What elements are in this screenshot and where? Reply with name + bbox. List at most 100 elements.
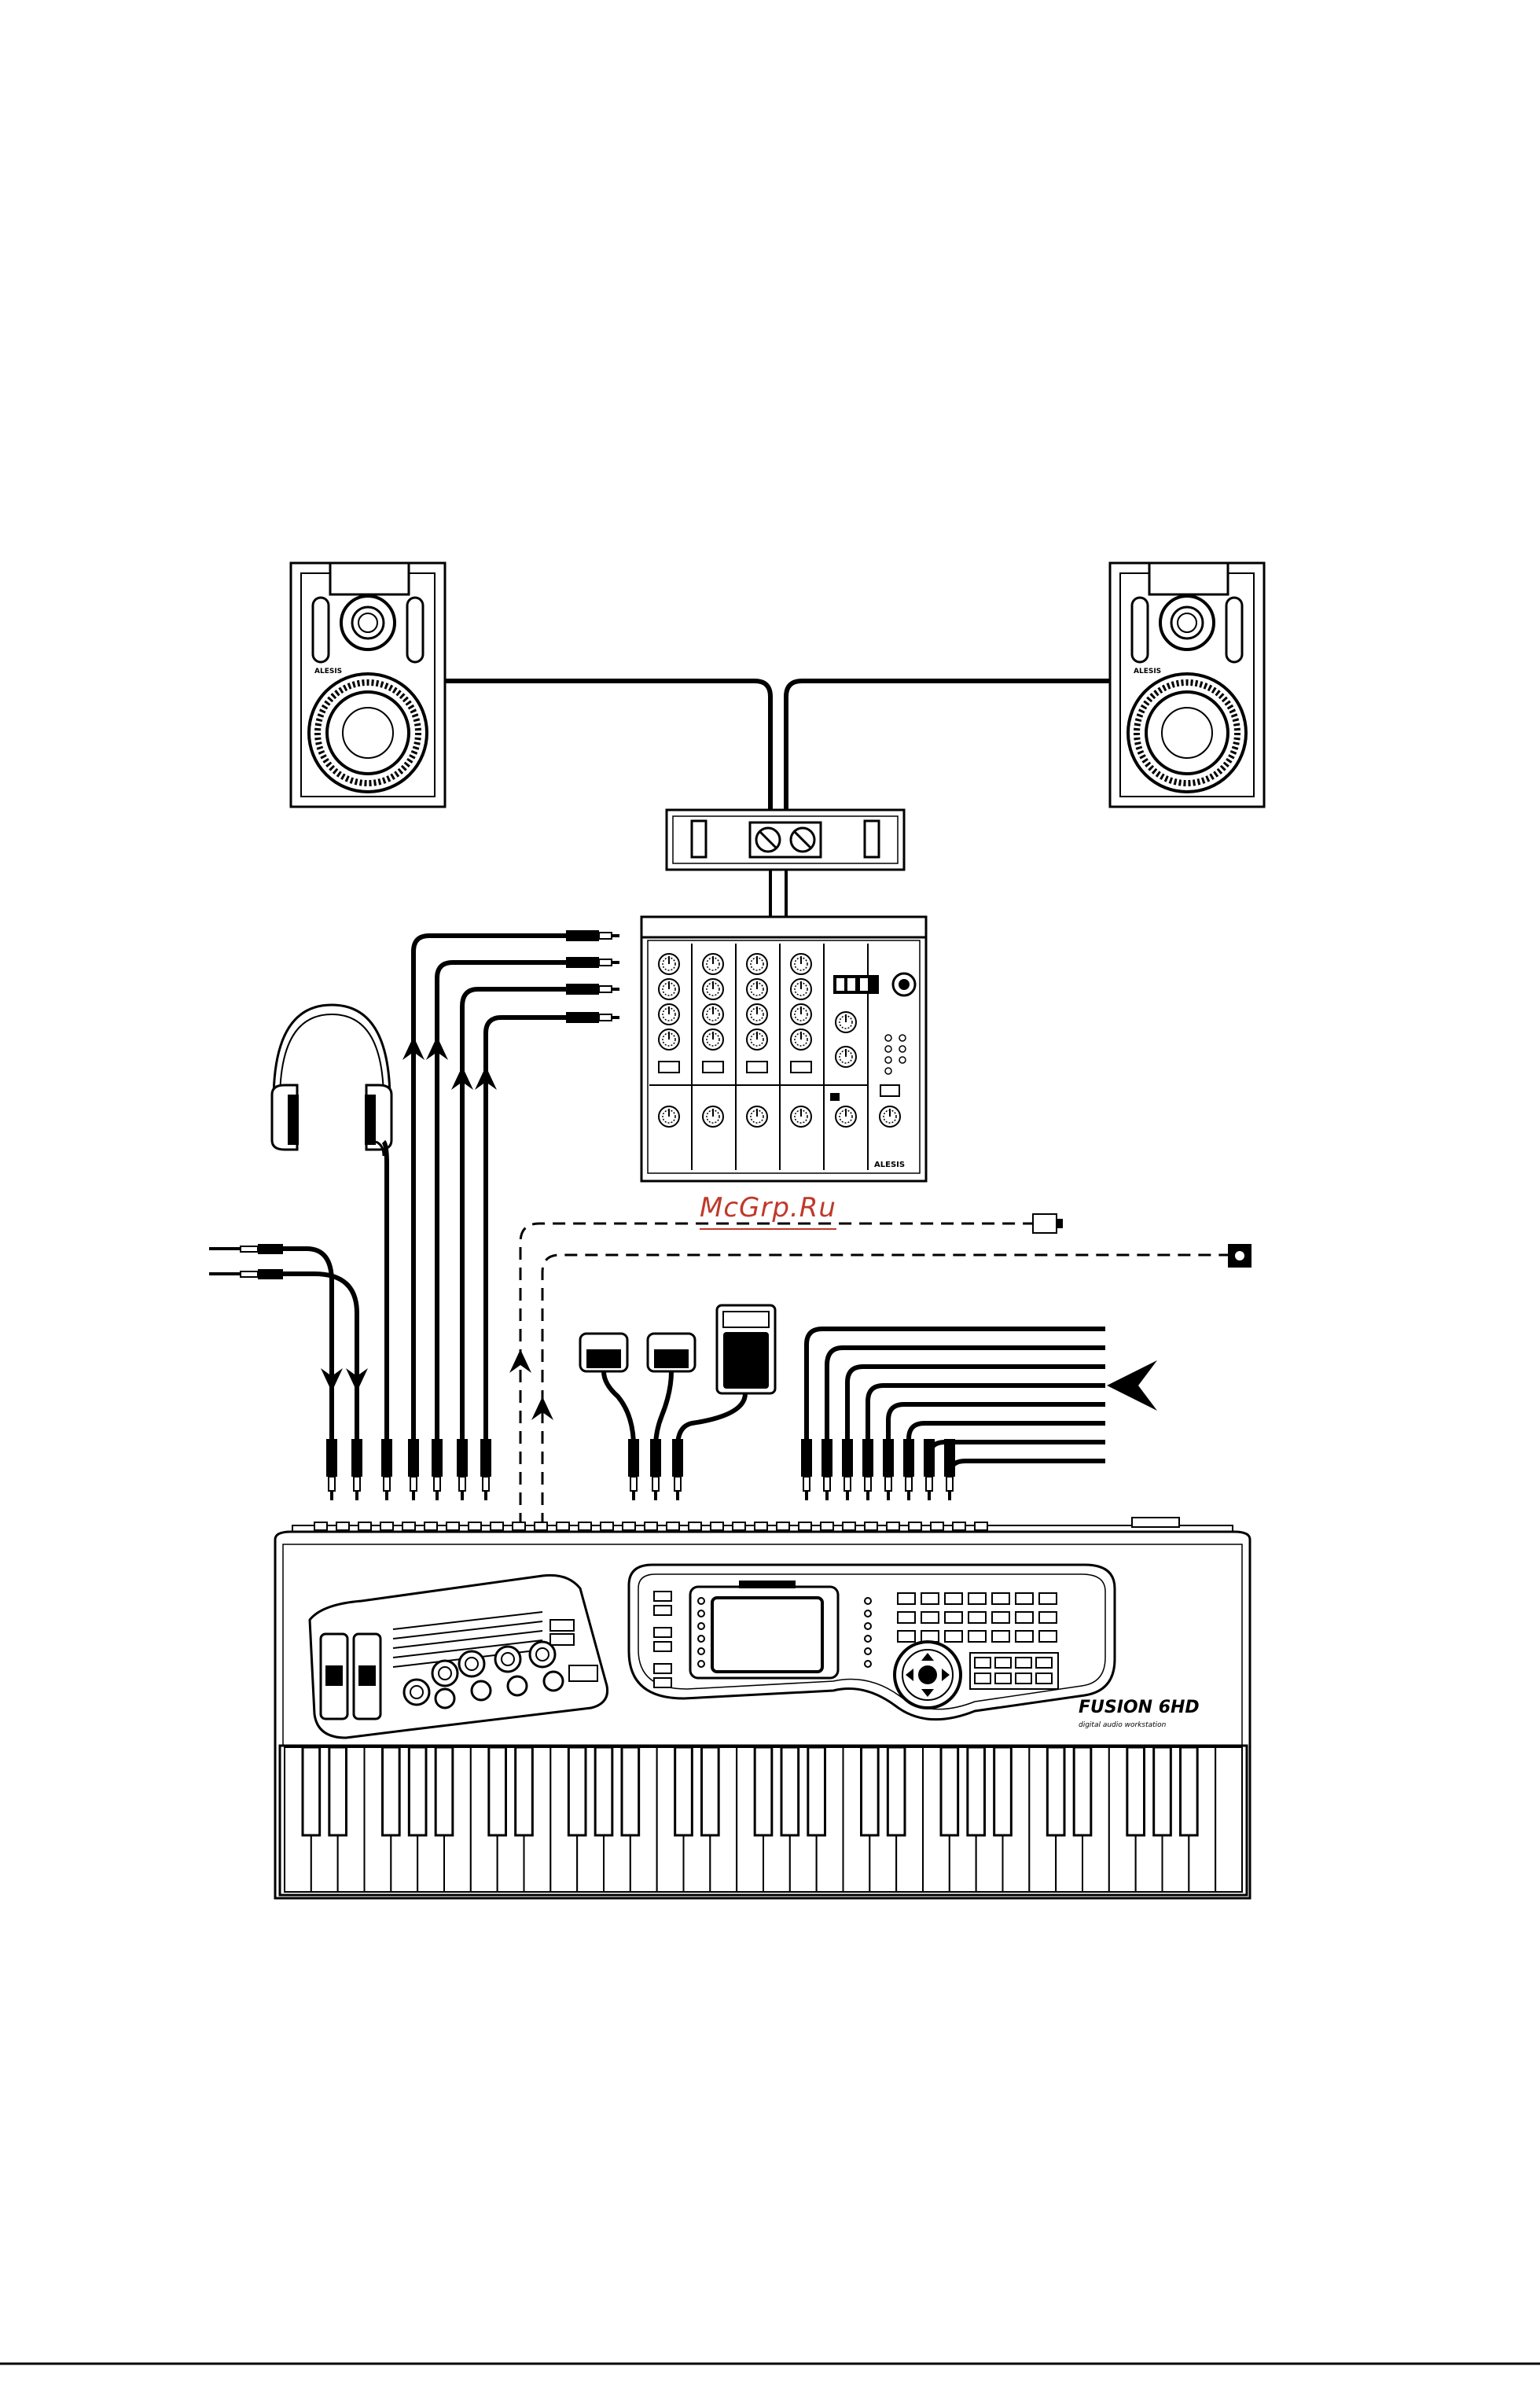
- panel-knob: [436, 1689, 454, 1708]
- rear-socket: [645, 1522, 657, 1530]
- jack-plug: [944, 1439, 955, 1500]
- left-speaker-cable: [445, 681, 770, 818]
- rear-socket: [777, 1522, 789, 1530]
- rear-socket: [535, 1522, 547, 1530]
- panel-button: [1039, 1593, 1057, 1604]
- jack-plug: [326, 1439, 337, 1500]
- soft-button: [865, 1623, 871, 1629]
- rear-socket: [733, 1522, 745, 1530]
- mixer-knob: [747, 1106, 767, 1127]
- jack-plug: [801, 1439, 812, 1500]
- rear-socket: [336, 1522, 349, 1530]
- rear-socket: [557, 1522, 569, 1530]
- transport-button: [975, 1658, 991, 1668]
- digital-io-cables: [520, 1224, 1228, 1525]
- soft-button: [698, 1661, 704, 1667]
- rear-socket: [953, 1522, 965, 1530]
- rear-socket: [623, 1522, 635, 1530]
- white-key: [1215, 1747, 1242, 1892]
- rear-socket: [380, 1522, 393, 1530]
- rear-socket: [402, 1522, 415, 1530]
- soft-button: [698, 1610, 704, 1617]
- right-monitor-speaker: ALESIS: [1110, 563, 1264, 807]
- keyboard-tagline: digital audio workstation: [1079, 1721, 1167, 1729]
- jack-plug: [628, 1439, 639, 1500]
- panel-button: [1016, 1631, 1033, 1642]
- mixer-knob: [791, 954, 811, 974]
- mixer-knob: [703, 1106, 723, 1127]
- black-key: [862, 1747, 879, 1835]
- transport-button: [1016, 1658, 1031, 1668]
- jack-plug: [924, 1439, 935, 1500]
- transport-button: [1016, 1673, 1031, 1684]
- black-key: [568, 1747, 586, 1835]
- black-key: [622, 1747, 639, 1835]
- rear-socket: [667, 1522, 679, 1530]
- transport-button: [975, 1673, 991, 1684]
- rear-socket: [843, 1522, 855, 1530]
- jack-plug: [650, 1439, 661, 1500]
- panel-button: [968, 1612, 986, 1623]
- jack-plug: [432, 1439, 443, 1500]
- panel-button: [945, 1612, 962, 1623]
- jack-plug: [862, 1439, 873, 1500]
- rear-socket: [799, 1522, 811, 1530]
- panel-button: [654, 1678, 671, 1687]
- mixer-knob: [659, 1029, 679, 1050]
- black-key: [516, 1747, 533, 1835]
- black-key: [436, 1747, 453, 1835]
- black-key: [595, 1747, 612, 1835]
- jack-plug: [480, 1439, 491, 1500]
- soft-button: [698, 1623, 704, 1629]
- black-key: [303, 1747, 320, 1835]
- mixer-knob: [659, 1106, 679, 1127]
- panel-button: [1016, 1593, 1033, 1604]
- optical-connector: [1033, 1214, 1063, 1233]
- rear-socket: [821, 1522, 833, 1530]
- mixer-knob: [703, 979, 723, 999]
- black-key: [383, 1747, 400, 1835]
- right-speaker-cable: [786, 681, 1110, 818]
- mixer-brand: ALESIS: [874, 1161, 905, 1169]
- rear-socket: [755, 1522, 767, 1530]
- mixer-knob: [747, 979, 767, 999]
- rear-socket: [358, 1522, 371, 1530]
- panel-button: [654, 1628, 671, 1637]
- audio-mixer: ALESIS: [641, 917, 926, 1181]
- rear-socket: [601, 1522, 613, 1530]
- jack-plug: [883, 1439, 894, 1500]
- soft-button: [698, 1598, 704, 1604]
- speaker-brand-right: ALESIS: [1134, 668, 1161, 675]
- soft-button: [865, 1661, 871, 1667]
- mixer-knob: [703, 1029, 723, 1050]
- mixer-knob: [747, 1029, 767, 1050]
- soft-button: [698, 1636, 704, 1642]
- panel-button: [654, 1606, 671, 1615]
- rear-socket: [887, 1522, 899, 1530]
- keyboard-model-name: FUSION 6HD: [1079, 1698, 1200, 1717]
- panel-button: [945, 1631, 962, 1642]
- mixer-knob: [659, 1004, 679, 1025]
- transport-button: [995, 1658, 1011, 1668]
- black-key: [1047, 1747, 1064, 1835]
- jack-plug: [903, 1439, 914, 1500]
- watermark: McGrp.Ru: [700, 1192, 836, 1224]
- black-key: [1154, 1747, 1171, 1835]
- mixer-knob: [880, 1106, 900, 1127]
- panel-button: [921, 1612, 939, 1623]
- rear-socket: [865, 1522, 877, 1530]
- mixer-knob: [659, 954, 679, 974]
- arrow-left-icon: [1107, 1360, 1157, 1411]
- transport-button: [995, 1673, 1011, 1684]
- black-key: [409, 1747, 426, 1835]
- rear-socket: [711, 1522, 723, 1530]
- rear-socket: [447, 1522, 459, 1530]
- soft-button: [865, 1648, 871, 1654]
- amplifier-plate: [667, 810, 904, 870]
- watermark-text: McGrp.Ru: [700, 1192, 836, 1224]
- mixer-knob: [659, 979, 679, 999]
- black-key: [781, 1747, 799, 1835]
- mixer-knob: [747, 1004, 767, 1025]
- rear-socket: [469, 1522, 481, 1530]
- fusion-keyboard: FUSION 6HD digital audio workstation: [275, 1518, 1250, 1898]
